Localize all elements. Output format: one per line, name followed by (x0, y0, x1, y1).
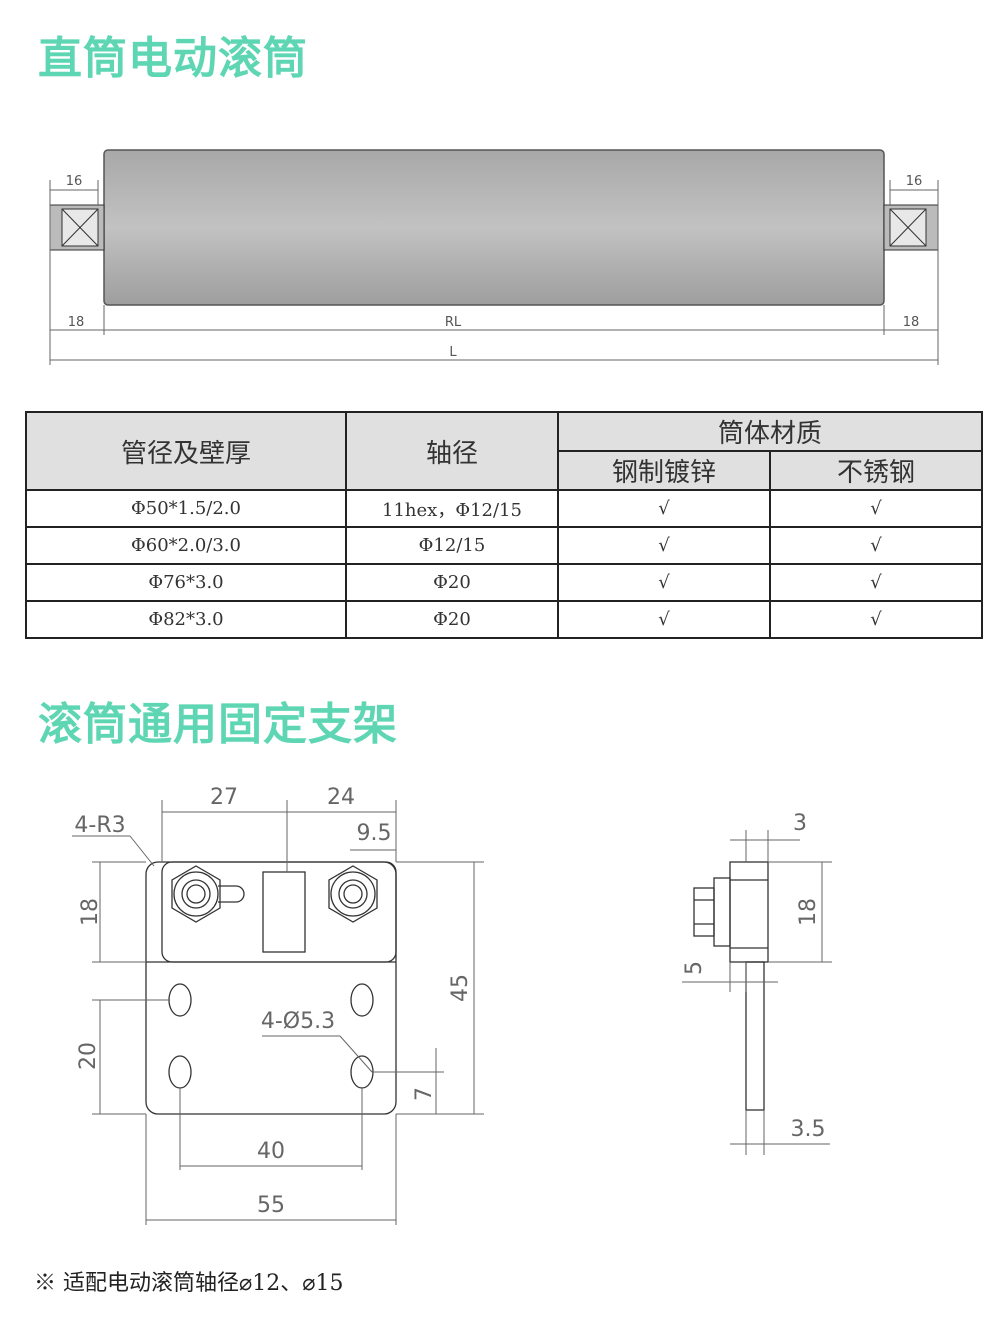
right-shaft (883, 204, 939, 251)
dim-40: 40 (257, 1139, 285, 1164)
header-galvanized: 钢制镀锌 (557, 450, 771, 491)
side-dim-5: 5 (682, 961, 707, 975)
center-block (262, 871, 306, 953)
roller-body (103, 149, 885, 306)
dim-left-shaft: 16 (66, 174, 83, 189)
bracket-front-view: 27 24 9.5 4-R3 18 20 45 4-Ø5.3 7 40 55 (72, 785, 484, 1225)
mount-hole (350, 983, 374, 1017)
header-diameter: 管径及壁厚 (25, 411, 347, 491)
cell-galvanized: √ (557, 600, 771, 639)
table-row: Φ76*3.0 Φ20 √ √ (25, 563, 983, 602)
dim-18: 18 (78, 898, 103, 926)
left-nut (171, 865, 245, 923)
table-row: Φ50*1.5/2.0 11hex，Φ12/15 √ √ (25, 489, 983, 528)
table-row: Φ82*3.0 Φ20 √ √ (25, 600, 983, 639)
cell-diameter: Φ50*1.5/2.0 (25, 489, 347, 528)
cell-stainless: √ (769, 600, 983, 639)
cell-stainless: √ (769, 489, 983, 528)
cell-stainless: √ (769, 563, 983, 602)
header-shaft: 轴径 (345, 411, 559, 491)
side-dim-3: 3 (793, 811, 807, 836)
mount-hole (168, 1055, 192, 1089)
dim-20: 20 (76, 1042, 101, 1070)
cell-shaft: Φ12/15 (345, 526, 559, 565)
side-dim-18: 18 (796, 898, 821, 926)
cell-shaft: 11hex，Φ12/15 (345, 489, 559, 528)
cell-shaft: Φ20 (345, 600, 559, 639)
right-nut (328, 865, 378, 923)
cell-galvanized: √ (557, 563, 771, 602)
dim-45: 45 (448, 974, 473, 1002)
bracket-side-view: 3 18 5 3.5 (682, 811, 832, 1155)
side-dim-3-5: 3.5 (791, 1117, 826, 1142)
cell-stainless: √ (769, 526, 983, 565)
cell-shaft: Φ20 (345, 563, 559, 602)
dim-24: 24 (327, 785, 355, 810)
table-row: Φ60*2.0/3.0 Φ12/15 √ √ (25, 526, 983, 565)
dim-roller-length: RL (445, 315, 462, 330)
dim-7: 7 (412, 1087, 437, 1101)
dim-4-r3: 4-R3 (74, 813, 125, 838)
dim-total-length: L (449, 345, 457, 360)
dim-right-shaft: 16 (906, 174, 923, 189)
section-title-roller: 直筒电动滚筒 (38, 33, 308, 84)
dim-hole: 4-Ø5.3 (261, 1009, 335, 1034)
roller-drawing: 16 16 18 18 RL L (49, 149, 939, 365)
footnote: ※ 适配电动滚筒轴径⌀12、⌀15 (34, 1271, 344, 1296)
cell-diameter: Φ60*2.0/3.0 (25, 526, 347, 565)
cell-galvanized: √ (557, 526, 771, 565)
header-stainless: 不锈钢 (769, 450, 983, 491)
dim-right-end: 18 (903, 315, 920, 330)
dim-left-end: 18 (68, 315, 85, 330)
section-title-bracket: 滚筒通用固定支架 (38, 699, 398, 750)
cell-galvanized: √ (557, 489, 771, 528)
mount-hole (168, 983, 192, 1017)
dim-27: 27 (210, 785, 238, 810)
header-material: 筒体材质 (557, 411, 983, 452)
cell-diameter: Φ82*3.0 (25, 600, 347, 639)
left-shaft (49, 204, 105, 251)
cell-diameter: Φ76*3.0 (25, 563, 347, 602)
dim-55: 55 (257, 1193, 285, 1218)
spec-table: 管径及壁厚 轴径 筒体材质 钢制镀锌 不锈钢 Φ50*1.5/2.0 11hex… (25, 411, 983, 639)
dim-9-5: 9.5 (357, 821, 392, 846)
